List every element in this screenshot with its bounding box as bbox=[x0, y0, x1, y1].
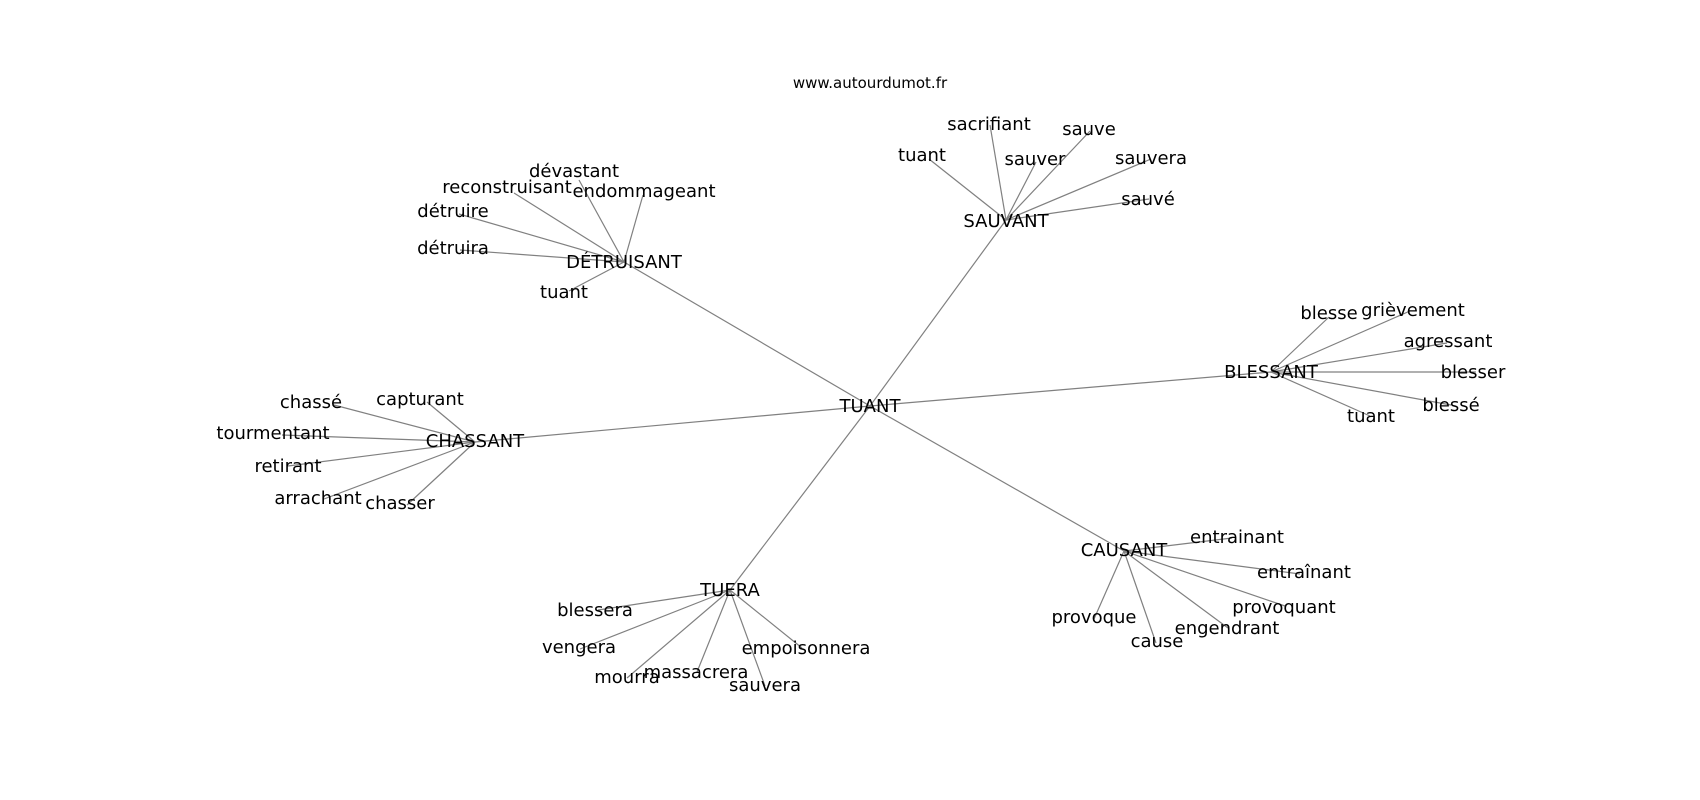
edge-cluster-3-neighbor-5 bbox=[406, 441, 476, 506]
edge-cluster-1-neighbor-5 bbox=[1005, 198, 1150, 221]
edge-cluster-4-neighbor-3 bbox=[1093, 550, 1125, 620]
neighbor-provoque[interactable]: provoque bbox=[1051, 607, 1136, 628]
edge-cluster-5-neighbor-2 bbox=[729, 589, 803, 649]
neighbor-tuant-1[interactable]: tuant bbox=[540, 282, 588, 303]
neighbor-massacrera[interactable]: massacrera bbox=[644, 662, 749, 683]
edge-cluster-0-neighbor-3 bbox=[458, 213, 625, 263]
neighbor-sauve-accent[interactable]: sauvé bbox=[1121, 189, 1175, 210]
neighbor-tuant-2[interactable]: tuant bbox=[898, 145, 946, 166]
neighbor-provoquant[interactable]: provoquant bbox=[1232, 597, 1335, 618]
neighbor-tuant-3[interactable]: tuant bbox=[1347, 406, 1395, 427]
edge-center-cluster-5 bbox=[729, 405, 871, 591]
edge-cluster-4-neighbor-0 bbox=[1123, 537, 1233, 552]
neighbor-sauve[interactable]: sauve bbox=[1062, 119, 1116, 140]
neighbor-chasse-accent[interactable]: chassé bbox=[280, 392, 342, 413]
neighbor-cause[interactable]: cause bbox=[1131, 631, 1184, 652]
edge-cluster-2-neighbor-4 bbox=[1270, 371, 1452, 406]
neighbor-endommageant[interactable]: endommageant bbox=[572, 181, 715, 202]
edge-cluster-1-neighbor-4 bbox=[1005, 158, 1152, 221]
neighbor-sauvera-2[interactable]: sauvera bbox=[729, 675, 801, 696]
cluster-word-chassant[interactable]: CHASSANT bbox=[426, 431, 525, 452]
neighbor-entrainant-accent[interactable]: entraînant bbox=[1257, 562, 1351, 583]
center-word[interactable]: TUANT bbox=[839, 396, 902, 417]
neighbor-tourmentant[interactable]: tourmentant bbox=[216, 423, 329, 444]
neighbor-vengera[interactable]: vengera bbox=[542, 637, 616, 658]
cluster-word-blessant[interactable]: BLESSANT bbox=[1224, 362, 1319, 383]
neighbor-blesse[interactable]: blesse bbox=[1300, 303, 1357, 324]
edge-cluster-2-neighbor-1 bbox=[1270, 310, 1411, 373]
edge-cluster-5-neighbor-3 bbox=[626, 589, 731, 679]
neighbor-retirant[interactable]: retirant bbox=[254, 456, 321, 477]
neighbor-mourra[interactable]: mourra bbox=[594, 667, 659, 688]
neighbor-agressant[interactable]: agressant bbox=[1404, 331, 1493, 352]
neighbor-sauvera-1[interactable]: sauvera bbox=[1115, 148, 1187, 169]
edge-cluster-0-neighbor-0 bbox=[578, 179, 625, 263]
edge-center-cluster-1 bbox=[869, 219, 1007, 407]
neighbor-blesse-accent[interactable]: blessé bbox=[1422, 395, 1479, 416]
edge-cluster-0-neighbor-5 bbox=[568, 261, 625, 292]
cluster-word-causant[interactable]: CAUSANT bbox=[1081, 540, 1169, 561]
edge-center-cluster-0 bbox=[623, 261, 871, 407]
source-label: www.autourdumot.fr bbox=[793, 74, 948, 92]
edge-center-cluster-4 bbox=[869, 405, 1125, 552]
edge-cluster-5-neighbor-0 bbox=[597, 589, 731, 611]
edge-cluster-3-neighbor-4 bbox=[323, 441, 476, 500]
edge-cluster-1-neighbor-2 bbox=[928, 158, 1007, 221]
edge-cluster-3-neighbor-1 bbox=[426, 401, 476, 443]
edge-cluster-4-neighbor-2 bbox=[1123, 550, 1286, 607]
edge-cluster-3-neighbor-2 bbox=[281, 434, 476, 443]
edge-cluster-3-neighbor-0 bbox=[333, 404, 476, 443]
neighbor-entrainant[interactable]: entrainant bbox=[1190, 527, 1284, 548]
neighbor-detruira[interactable]: détruira bbox=[417, 238, 489, 259]
edge-cluster-2-neighbor-2 bbox=[1270, 342, 1448, 373]
edge-cluster-4-neighbor-4 bbox=[1123, 550, 1229, 629]
neighbor-grievement[interactable]: grièvement bbox=[1361, 300, 1465, 321]
edge-cluster-4-neighbor-1 bbox=[1123, 550, 1301, 575]
edge-cluster-4-neighbor-5 bbox=[1123, 550, 1157, 644]
neighbor-chasser[interactable]: chasser bbox=[365, 493, 435, 514]
edge-cluster-0-neighbor-4 bbox=[459, 249, 625, 263]
edge-cluster-0-neighbor-2 bbox=[623, 194, 644, 263]
neighbor-blesser[interactable]: blesser bbox=[1441, 362, 1506, 383]
edge-cluster-2-neighbor-0 bbox=[1270, 316, 1330, 373]
neighbor-empoisonnera[interactable]: empoisonnera bbox=[742, 638, 871, 659]
edge-center-cluster-2 bbox=[869, 371, 1272, 407]
neighbor-arrachant[interactable]: arrachant bbox=[274, 488, 361, 509]
cluster-word-tuera[interactable]: TUERA bbox=[699, 580, 760, 601]
neighbor-reconstruisant[interactable]: reconstruisant bbox=[442, 177, 572, 198]
neighbor-detruire[interactable]: détruire bbox=[417, 201, 488, 222]
cluster-word-detruisant[interactable]: DÉTRUISANT bbox=[566, 251, 683, 273]
edge-center-cluster-3 bbox=[474, 405, 871, 443]
edge-cluster-1-neighbor-1 bbox=[1005, 130, 1091, 221]
edge-cluster-1-neighbor-3 bbox=[1005, 161, 1037, 221]
edge-cluster-2-neighbor-5 bbox=[1270, 371, 1371, 417]
neighbor-capturant[interactable]: capturant bbox=[376, 389, 464, 410]
edge-cluster-5-neighbor-1 bbox=[579, 589, 731, 650]
neighbor-devastant[interactable]: dévastant bbox=[529, 161, 619, 182]
edge-cluster-3-neighbor-3 bbox=[287, 441, 476, 467]
neighbor-blessera[interactable]: blessera bbox=[557, 600, 633, 621]
neighbor-sacrifiant[interactable]: sacrifiant bbox=[947, 114, 1031, 135]
edge-cluster-5-neighbor-4 bbox=[696, 589, 731, 673]
edges-layer bbox=[281, 124, 1476, 687]
edge-cluster-5-neighbor-5 bbox=[729, 589, 766, 687]
neighbor-engendrant[interactable]: engendrant bbox=[1175, 618, 1280, 639]
edge-cluster-0-neighbor-1 bbox=[513, 192, 625, 263]
cluster-word-sauvant[interactable]: SAUVANT bbox=[963, 211, 1049, 232]
edge-cluster-1-neighbor-0 bbox=[989, 124, 1007, 221]
neighbor-sauver[interactable]: sauver bbox=[1005, 149, 1067, 170]
